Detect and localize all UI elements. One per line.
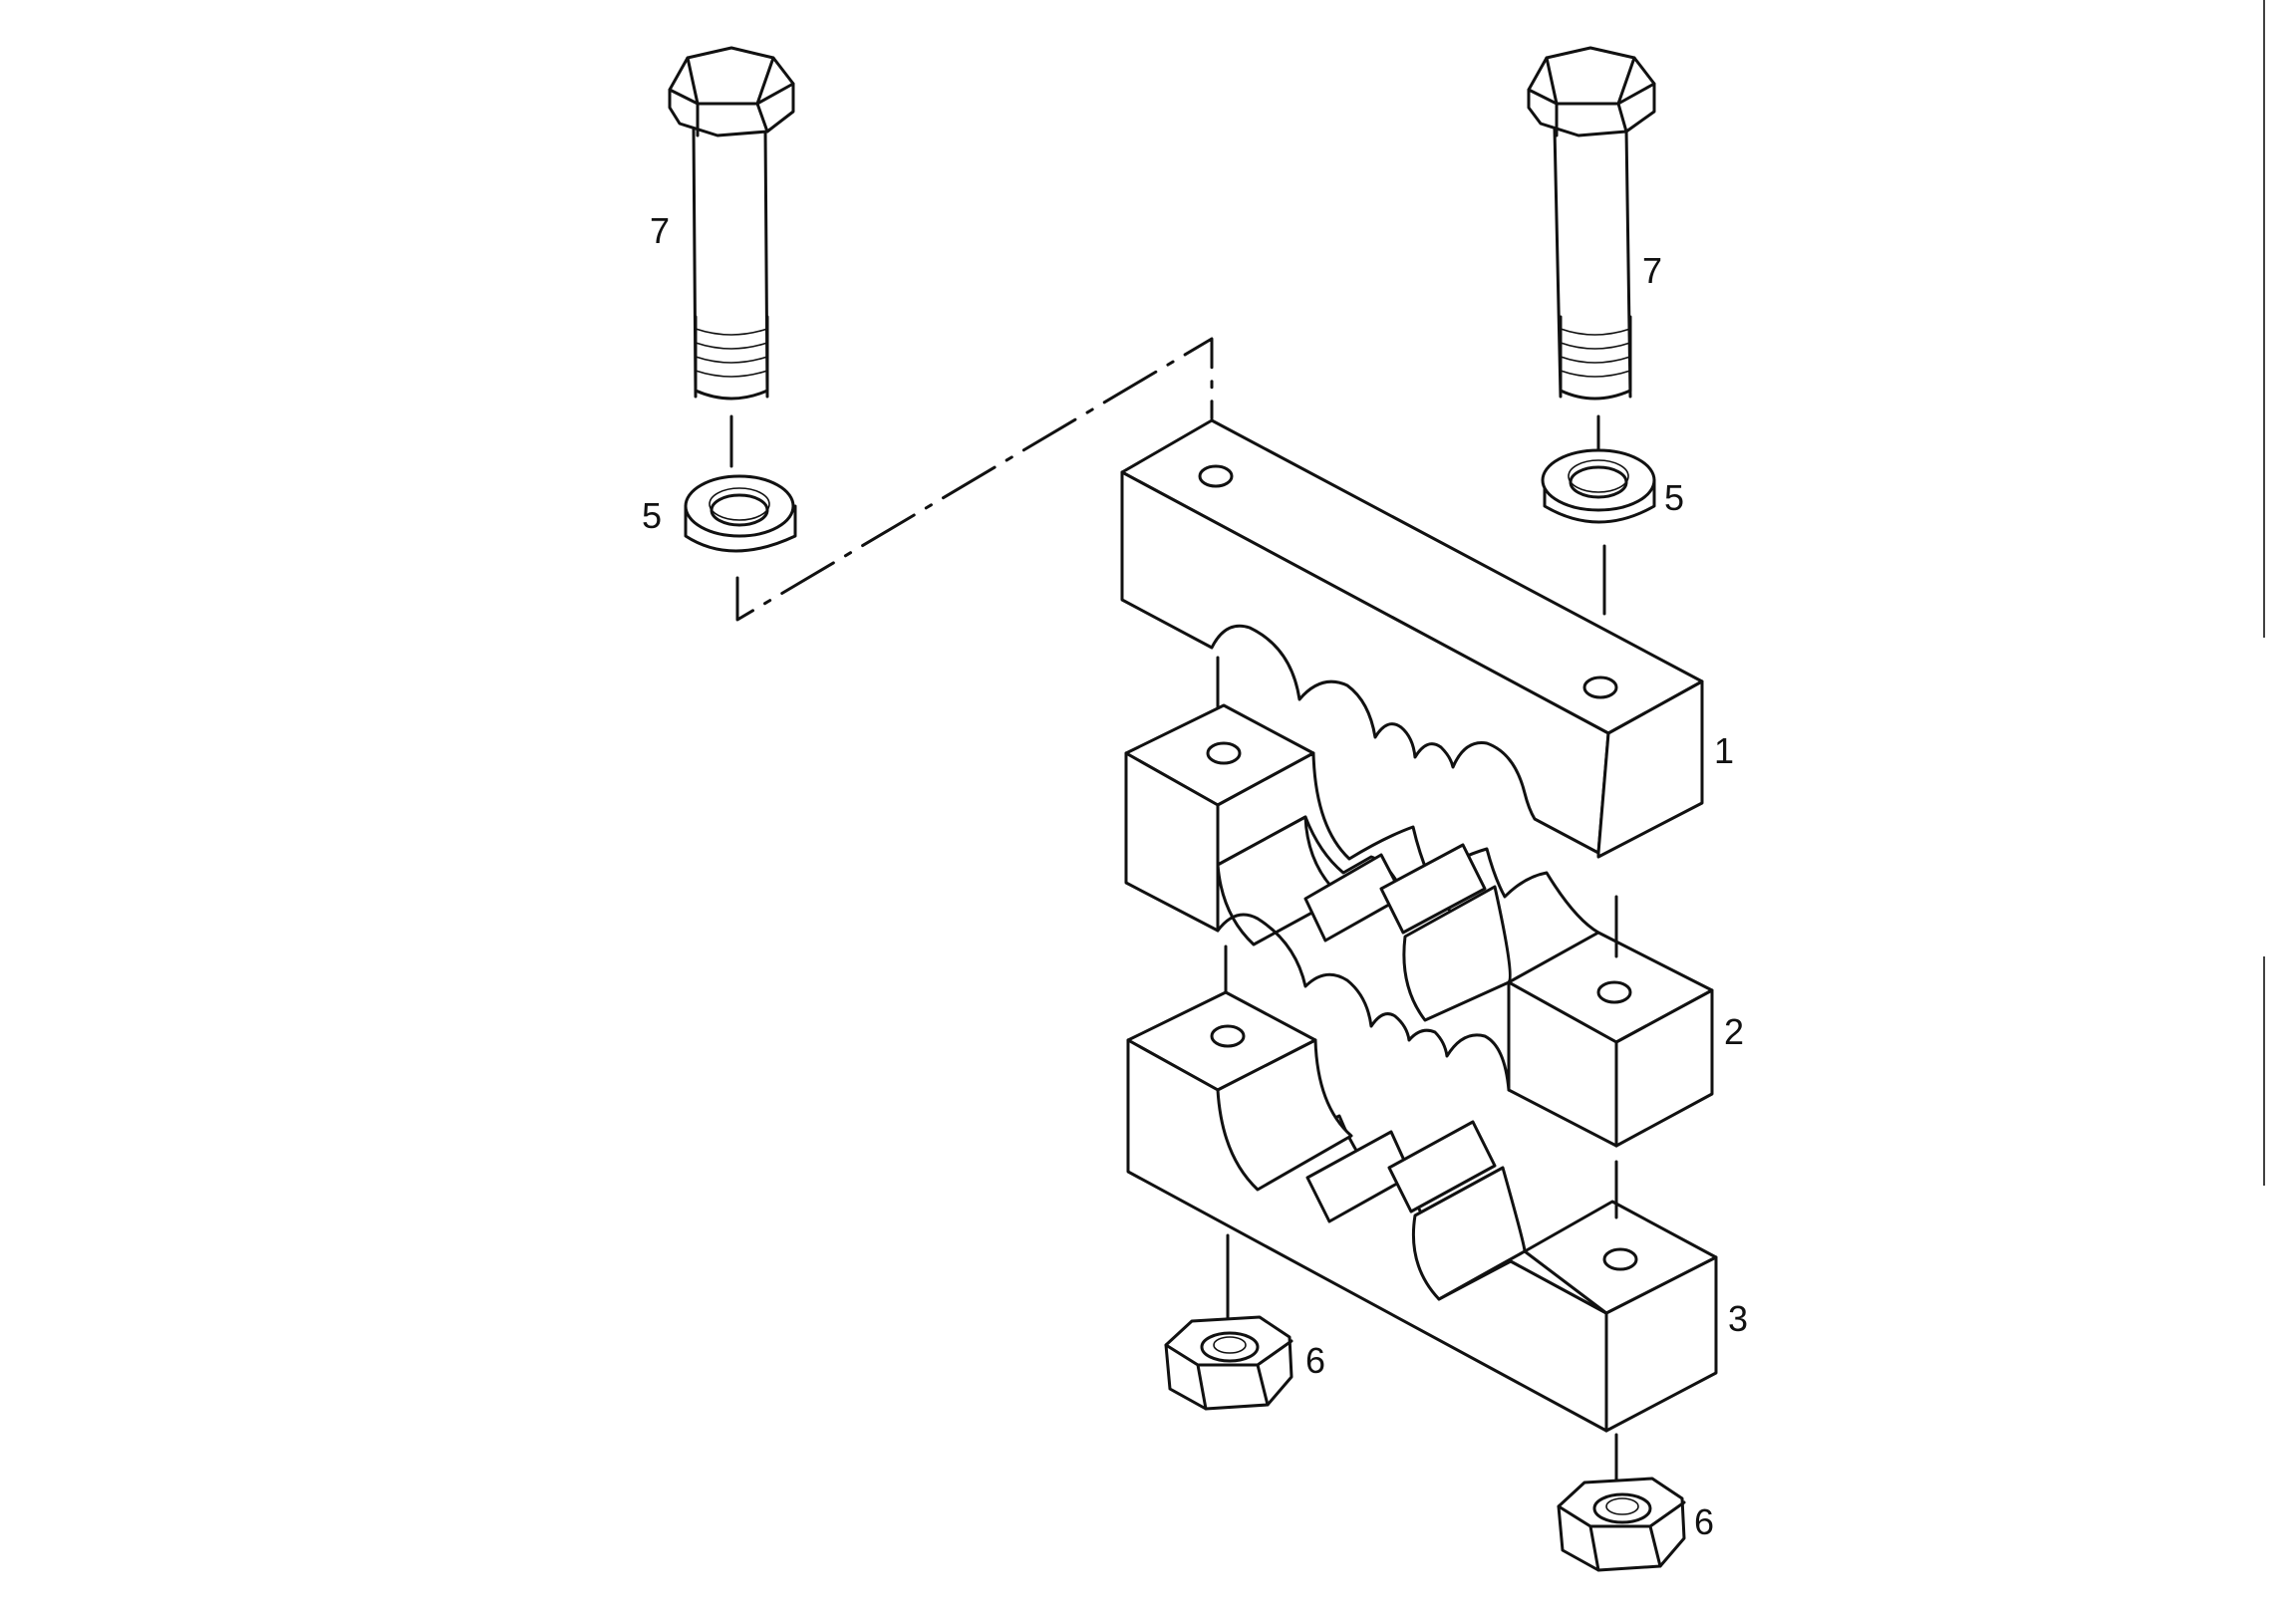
clamp-block-middle <box>1124 703 1714 1148</box>
callout-label-nut-right: 6 <box>1694 1501 1714 1542</box>
bolt-right <box>1527 46 1656 401</box>
washer-right <box>1541 448 1656 524</box>
callout-label-nut-left: 6 <box>1305 1340 1325 1381</box>
callout-label-washer-right: 5 <box>1664 477 1684 518</box>
callout-label-block-3: 3 <box>1728 1298 1748 1339</box>
centerline <box>735 337 1214 622</box>
clamp-block-top <box>1120 418 1704 859</box>
washer-left <box>684 474 797 553</box>
callout-label-block-1: 1 <box>1714 730 1734 771</box>
nut-right <box>1557 1477 1686 1572</box>
bolt-left <box>668 46 795 401</box>
callout-label-block-2: 2 <box>1724 1011 1744 1052</box>
callout-label-bolt-left: 7 <box>650 210 670 251</box>
callout-label-bolt-right: 7 <box>1642 250 1662 291</box>
clamp-block-bottom <box>1126 990 1718 1433</box>
nut-left <box>1164 1315 1293 1411</box>
callout-label-washer-left: 5 <box>642 495 662 536</box>
